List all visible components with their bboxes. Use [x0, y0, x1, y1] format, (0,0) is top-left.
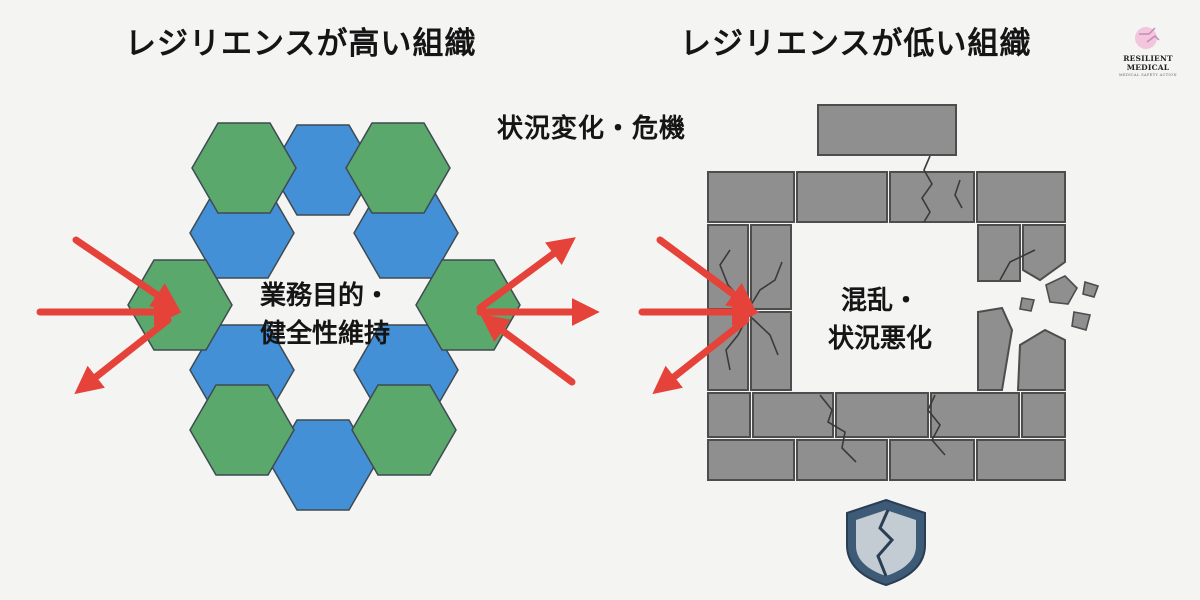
brick	[707, 311, 749, 391]
brick	[889, 171, 975, 223]
debris	[1019, 275, 1100, 331]
crack	[819, 394, 857, 463]
crisis-label: 状況変化・危機	[497, 114, 687, 144]
logo-subtitle: MEDICAL SAFETY ACTION	[1119, 73, 1177, 77]
debris-chunk	[1045, 275, 1078, 305]
resilient-medical-logo: RESILIENT MEDICAL MEDICAL SAFETY ACTION	[1108, 24, 1188, 80]
arrow-out-upper	[476, 237, 576, 312]
crack	[921, 155, 933, 223]
brick	[1021, 392, 1066, 438]
purpose-line-1: 業務目的・	[259, 281, 390, 311]
hexagon-green	[345, 122, 451, 214]
brick	[707, 171, 795, 223]
brick-broken	[977, 306, 1014, 391]
brick	[796, 171, 888, 223]
confusion-line-1: 混乱・	[840, 286, 919, 316]
brick	[930, 392, 1020, 438]
purpose-maintained-label: 業務目的・ 健全性維持	[240, 277, 410, 353]
high-resilience-title: レジリエンスが高い組織	[125, 26, 477, 62]
logo-mark-icon	[1135, 27, 1160, 49]
brick	[707, 392, 751, 438]
debris-chunk	[1071, 311, 1091, 331]
brick-broken	[1022, 224, 1066, 282]
broken-shield-icon	[846, 498, 926, 587]
brick	[976, 439, 1066, 481]
brick-falling	[817, 104, 957, 156]
confusion-label: 混乱・ 状況悪化	[800, 282, 960, 358]
purpose-line-2: 健全性維持	[259, 319, 390, 349]
brick	[889, 439, 975, 481]
confusion-line-2: 状況悪化	[827, 324, 932, 354]
brick	[835, 392, 929, 438]
brick	[976, 171, 1066, 223]
debris-chunk	[1082, 280, 1100, 298]
brick	[752, 392, 834, 438]
arrow-in-lower	[480, 314, 576, 386]
hexagon-green	[351, 384, 457, 476]
hexagon-green	[189, 384, 295, 476]
logo-name: RESILIENT MEDICAL	[1123, 54, 1173, 72]
crack	[954, 179, 963, 209]
hexagon-ring	[127, 122, 521, 511]
arrow-in-upper	[72, 236, 181, 311]
left-incoming-arrows	[36, 236, 182, 395]
arrow-in-upper	[656, 236, 756, 311]
brick	[977, 224, 1021, 282]
crack	[927, 394, 946, 456]
right-incoming-arrows	[638, 236, 760, 395]
crack	[999, 249, 1036, 281]
brick	[707, 439, 795, 481]
left-outgoing-arrows	[476, 237, 600, 386]
brick-broken	[1016, 328, 1066, 391]
low-resilience-title: レジリエンスが低い組織	[680, 26, 1032, 62]
arrow-out-lower	[652, 316, 750, 395]
hexagon-green	[191, 122, 297, 214]
debris-chunk	[1019, 297, 1036, 312]
arrow-out-lower	[74, 316, 172, 395]
brick	[796, 439, 888, 481]
brick-frame	[707, 104, 1066, 481]
